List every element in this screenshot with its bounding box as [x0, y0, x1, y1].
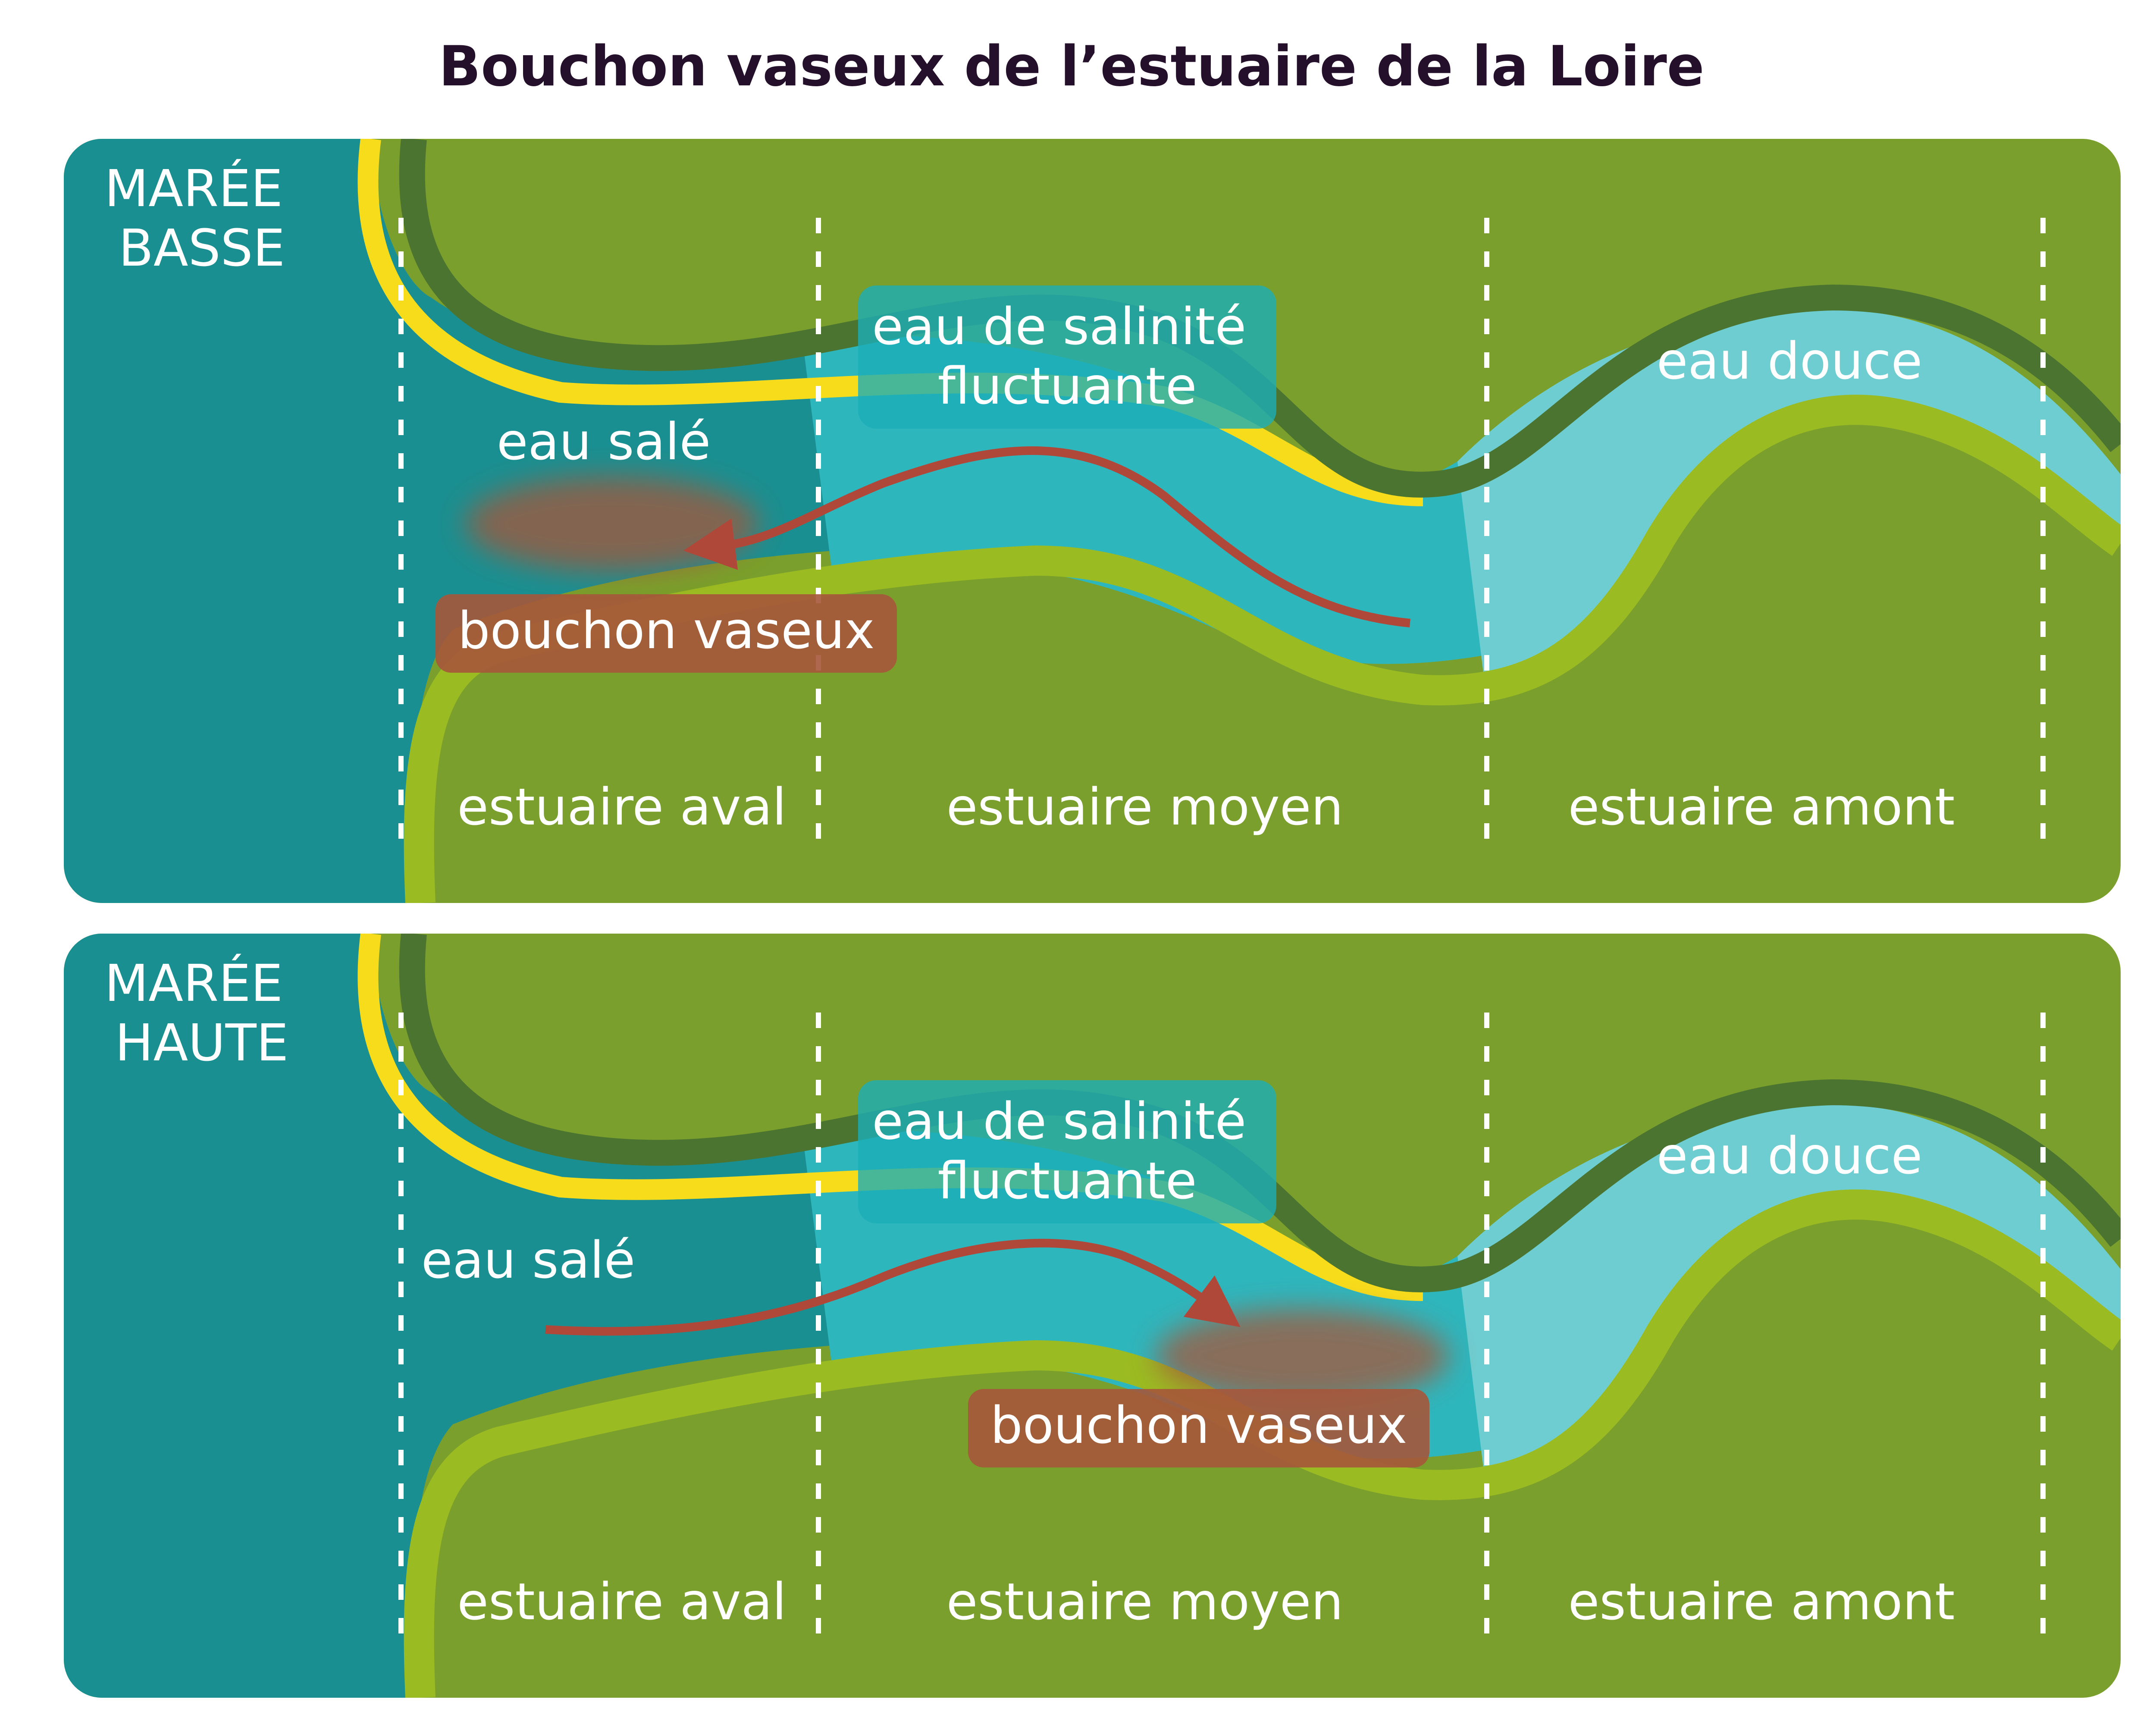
mud-label-bg — [436, 594, 897, 673]
dark-bank — [399, 934, 2121, 1292]
zone-label-moyen: estuaire moyen — [946, 777, 1344, 837]
tide-label: MARÉE BASSE — [104, 159, 299, 278]
brackish-label-line: fluctuante — [937, 1151, 1197, 1210]
zone-label-aval: estuaire aval — [457, 777, 787, 837]
tide-label-line: MARÉE — [104, 953, 283, 1013]
brackish-water-label: eau de salinité fluctuante — [872, 1091, 1263, 1210]
brackish-label-bg — [858, 1080, 1276, 1223]
brackish-label-line: fluctuante — [937, 356, 1197, 416]
mud-label-bg — [968, 1389, 1429, 1467]
salt-water-label: eau salé — [497, 412, 711, 471]
brackish-label-box: eau de salinité fluctuante — [858, 285, 1276, 429]
zone-label-aval: estuaire aval — [457, 1572, 787, 1631]
fresh-water-label: eau douce — [1657, 331, 1923, 391]
brackish-label-line: eau de salinité — [872, 1091, 1246, 1151]
yellow-bank — [357, 139, 1423, 506]
panel-maree-basse: MARÉE BASSE eau salé eau de salinité flu… — [64, 139, 2121, 903]
brackish-label-box: eau de salinité fluctuante — [858, 1080, 1276, 1223]
mud-cloud — [1156, 1309, 1449, 1404]
yellow-bank — [357, 934, 1423, 1301]
mud-label: bouchon vaseux — [458, 601, 875, 660]
flow-arrow — [683, 446, 1410, 627]
mud-label-box: bouchon vaseux — [436, 594, 897, 673]
flow-arrow — [545, 1238, 1241, 1336]
tide-label-line: HAUTE — [115, 1013, 288, 1072]
brackish-label-bg — [858, 285, 1276, 429]
zone-dividers — [398, 1013, 2046, 1633]
salt-water — [64, 934, 880, 1698]
brackish-label-line: eau de salinité — [872, 297, 1246, 356]
dark-bank — [399, 139, 2121, 498]
diagram-title: Bouchon vaseux de l’estuaire de la Loire — [439, 34, 1705, 99]
zone-label-amont: estuaire amont — [1568, 777, 1955, 837]
salt-water-label: eau salé — [421, 1230, 635, 1290]
fresh-water-label: eau douce — [1657, 1126, 1923, 1185]
mud-label: bouchon vaseux — [990, 1395, 1407, 1455]
mud-cloud — [466, 477, 759, 571]
mud-label-box: bouchon vaseux — [968, 1389, 1429, 1467]
brackish-water-label: eau de salinité fluctuante — [872, 297, 1263, 416]
zone-label-moyen: estuaire moyen — [946, 1572, 1344, 1631]
tide-label-line: BASSE — [119, 218, 285, 278]
panel-maree-haute: MARÉE HAUTE eau salé eau de salinité flu… — [64, 934, 2121, 1698]
zone-dividers — [398, 218, 2046, 839]
tide-label-line: MARÉE — [104, 159, 283, 218]
zone-label-amont: estuaire amont — [1568, 1572, 1955, 1631]
tide-label: MARÉE HAUTE — [104, 953, 299, 1072]
